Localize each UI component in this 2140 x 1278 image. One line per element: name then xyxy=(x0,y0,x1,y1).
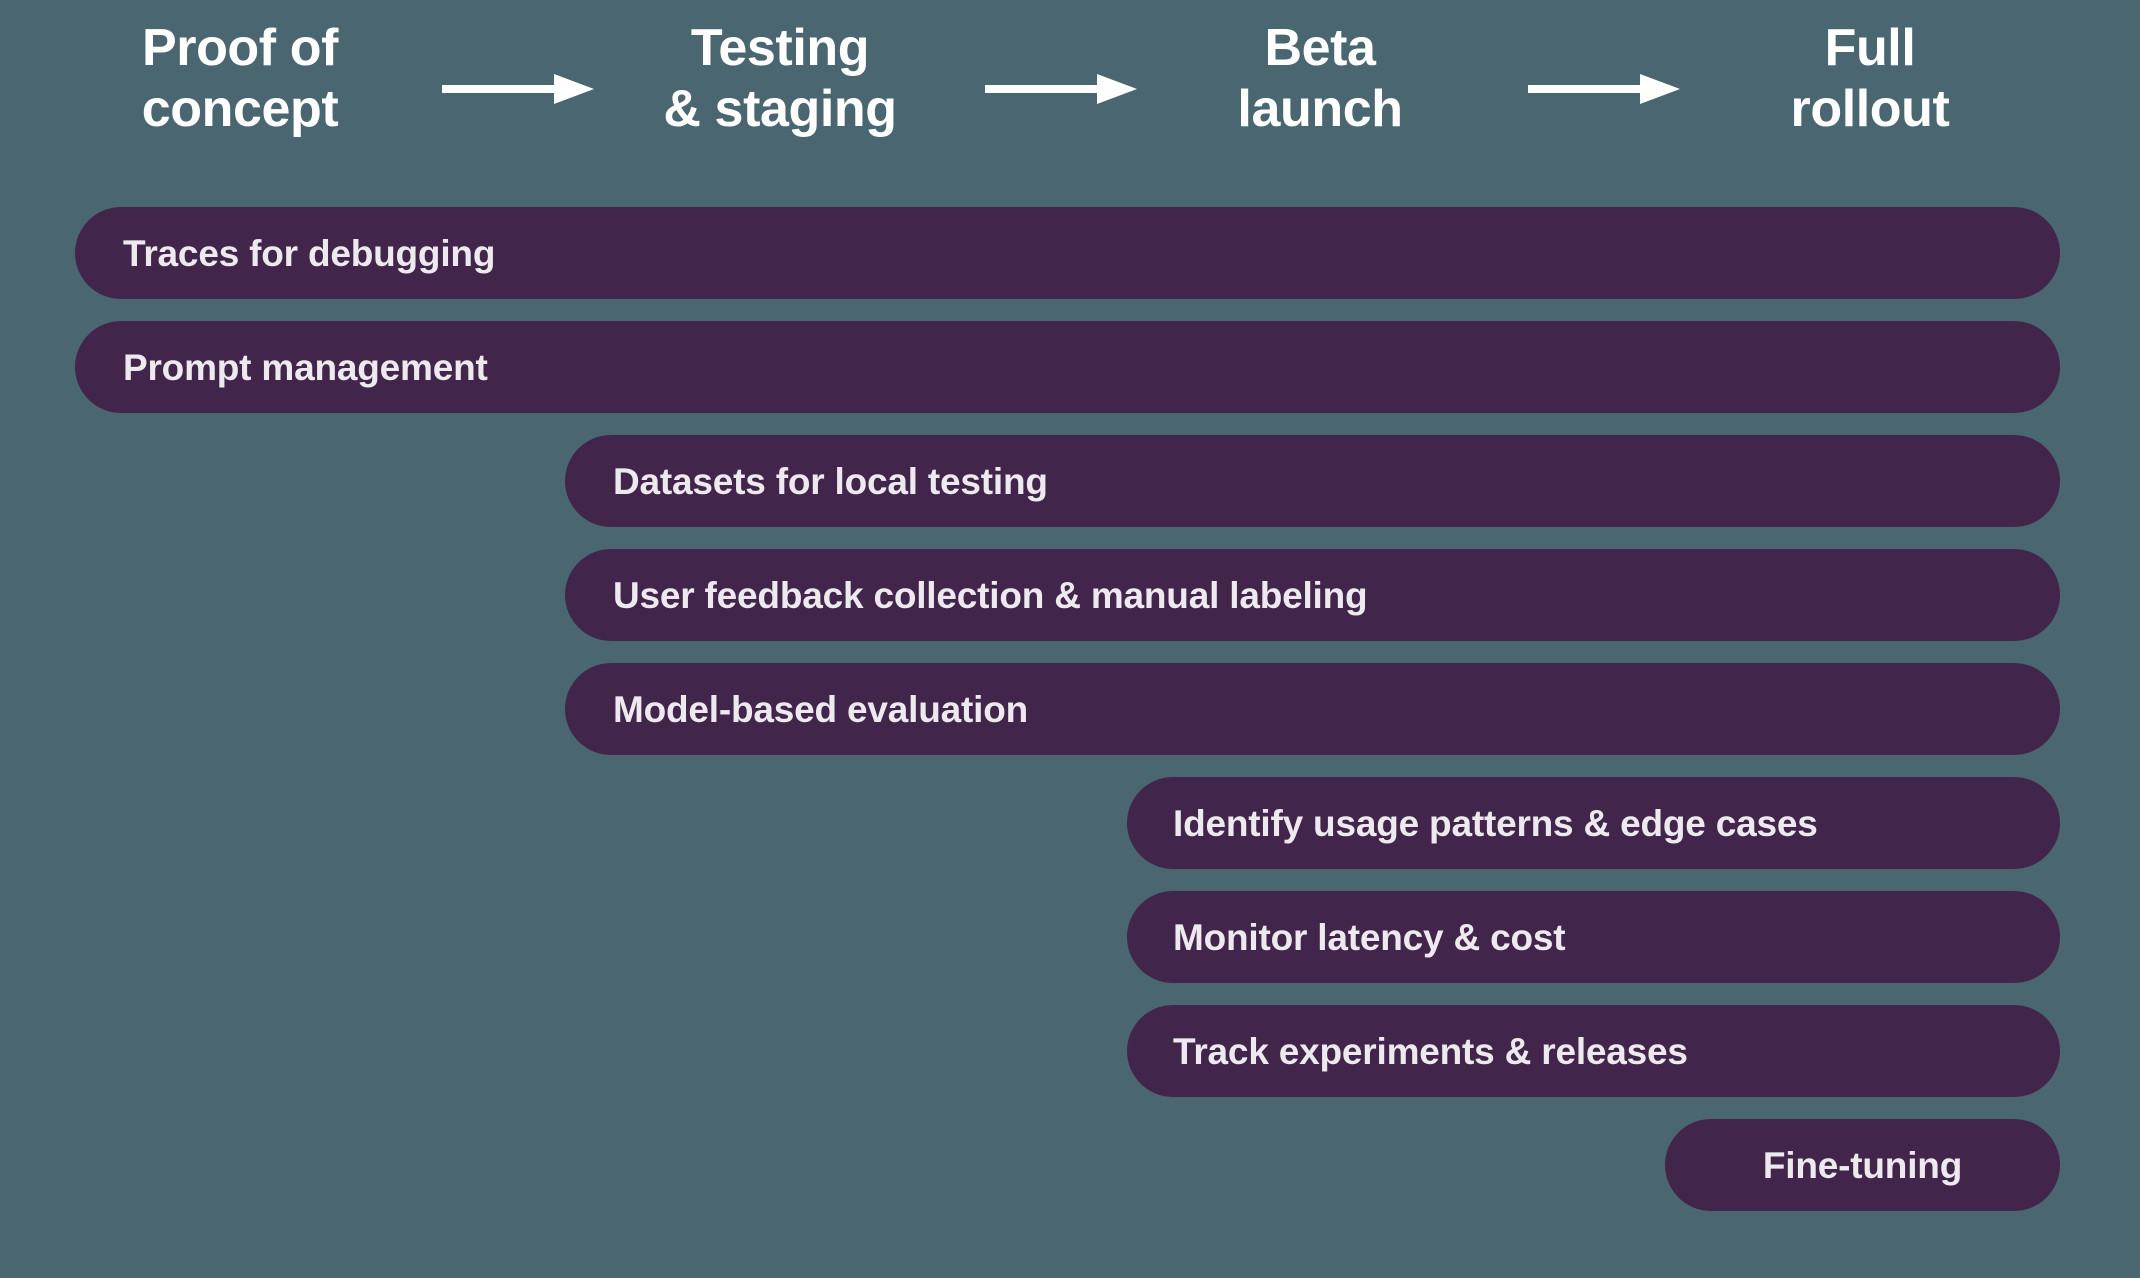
phase-label-full-rollout: Full rollout xyxy=(1790,19,1950,139)
capability-label: Monitor latency & cost xyxy=(1173,916,1566,958)
arrow-right-icon xyxy=(1528,72,1680,106)
capability-label: Identify usage patterns & edge cases xyxy=(1173,802,1818,844)
capability-bar-datasets-for-local-testing[interactable]: Datasets for local testing xyxy=(565,435,2060,527)
capability-bar-track-experiments-and-releases[interactable]: Track experiments & releases xyxy=(1127,1005,2060,1097)
capability-label: Track experiments & releases xyxy=(1173,1030,1688,1072)
capability-bar-identify-usage-patterns[interactable]: Identify usage patterns & edge cases xyxy=(1127,777,2060,869)
capability-bar-user-feedback-collection[interactable]: User feedback collection & manual labeli… xyxy=(565,549,2060,641)
phase-label-testing-and-staging: Testing & staging xyxy=(663,19,897,139)
arrow-right-icon xyxy=(442,72,594,106)
arrow-right-icon xyxy=(985,72,1137,106)
capability-label: User feedback collection & manual labeli… xyxy=(613,574,1368,616)
phase-label-beta-launch: Beta launch xyxy=(1237,19,1403,139)
capability-bar-model-based-evaluation[interactable]: Model-based evaluation xyxy=(565,663,2060,755)
capability-bar-traces-for-debugging[interactable]: Traces for debugging xyxy=(75,207,2060,299)
capability-bar-monitor-latency-and-cost[interactable]: Monitor latency & cost xyxy=(1127,891,2060,983)
capability-label: Fine-tuning xyxy=(1762,1144,1963,1186)
phase-header-row: Proof of concept Testing & staging Beta … xyxy=(0,0,2140,176)
phase-label-proof-of-concept: Proof of concept xyxy=(141,19,339,139)
capability-label: Prompt management xyxy=(123,346,488,388)
capability-bar-fine-tuning[interactable]: Fine-tuning xyxy=(1665,1119,2060,1211)
capability-bar-prompt-management[interactable]: Prompt management xyxy=(75,321,2060,413)
capability-label: Model-based evaluation xyxy=(613,688,1029,730)
capability-label: Datasets for local testing xyxy=(613,460,1048,502)
capability-label: Traces for debugging xyxy=(123,232,496,274)
